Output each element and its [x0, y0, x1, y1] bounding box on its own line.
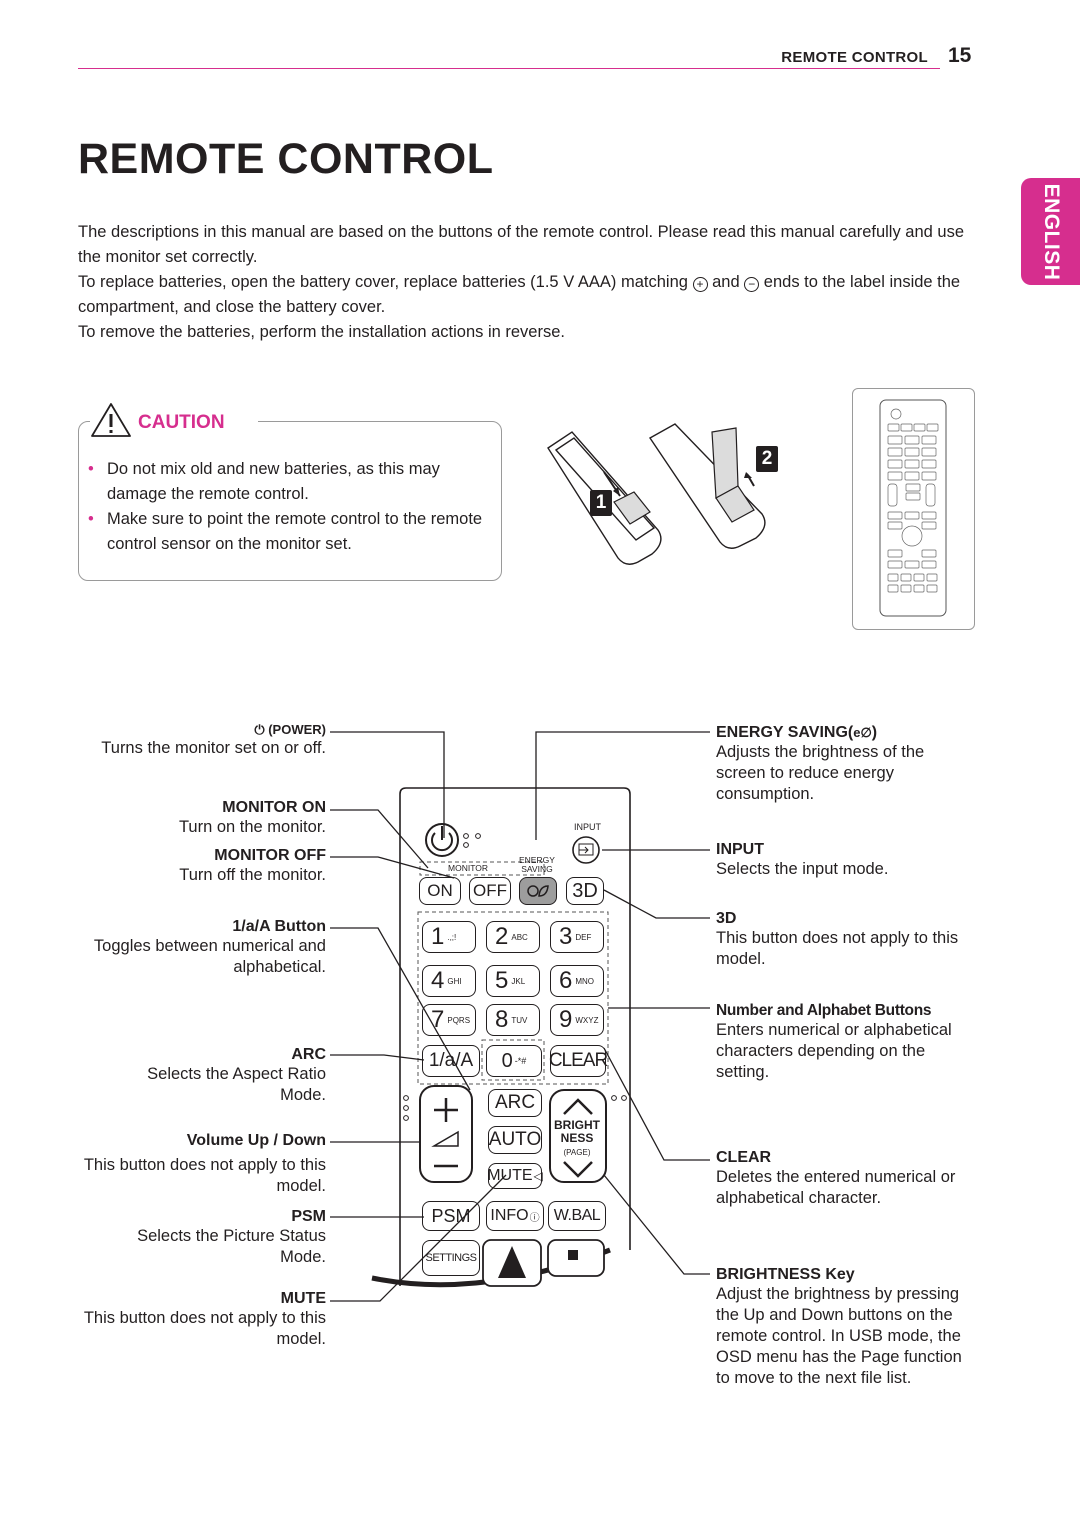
remote-monitor-caption: MONITOR — [448, 863, 488, 873]
remote-mute-button[interactable]: MUTE◁ — [487, 1163, 543, 1189]
remote-off-button[interactable]: OFF — [469, 877, 511, 905]
step-1-badge: 1 — [590, 490, 612, 516]
remote-thumbnail-illustration — [879, 399, 947, 617]
warning-triangle-icon — [91, 403, 131, 437]
caution-list: •Do not mix old and new batteries, as th… — [88, 457, 488, 557]
volume-callout: Volume Up / Down This button does not ap… — [83, 1132, 326, 1195]
remote-0-button[interactable]: 0-*# — [486, 1045, 542, 1077]
energy-saving-callout: ENERGY SAVING(e∅) Adjusts the brightness… — [716, 724, 925, 803]
remote-settings-button[interactable]: SETTINGS — [422, 1240, 480, 1276]
mute-callout: MUTE This button does not apply to this … — [83, 1290, 326, 1348]
remote-psm-button[interactable]: PSM — [422, 1201, 480, 1231]
3d-callout: 3D This button does not apply to this mo… — [716, 910, 959, 968]
remote-page-label: (PAGE) — [563, 1148, 591, 1157]
brightness-callout: BRIGHTNESS Key Adjust the brightness by … — [716, 1266, 962, 1387]
remote-1aA-button[interactable]: 1/a/A — [422, 1045, 480, 1077]
remote-energy-saving-button[interactable] — [519, 877, 557, 905]
power-callout: ⏻ (POWER) Turns the monitor set on or of… — [101, 722, 326, 757]
step-2-badge: 2 — [756, 446, 778, 472]
info-icon: ⓘ — [529, 1212, 540, 1224]
clear-callout: CLEAR Deletes the entered numerical or a… — [716, 1149, 956, 1207]
arc-callout: ARC Selects the Aspect Ratio Mode. — [147, 1046, 326, 1104]
minus-icon: − — [744, 277, 760, 292]
page-title: REMOTE CONTROL — [78, 135, 494, 183]
remote-on-button[interactable]: ON — [419, 877, 461, 905]
remote-number-key-1[interactable]: 1.,;! — [422, 921, 476, 953]
remote-wbal-button[interactable]: W.BAL — [548, 1201, 606, 1231]
intro-paragraph-3: To remove the batteries, perform the ins… — [78, 323, 565, 341]
monitor-off-callout: MONITOR OFF Turn off the monitor. — [179, 847, 326, 884]
speaker-mute-icon: ◁ — [533, 1169, 543, 1183]
input-callout: INPUT Selects the input mode. — [716, 841, 889, 878]
monitor-on-callout: MONITOR ON Turn on the monitor. — [178, 799, 326, 836]
remote-arc-button[interactable]: ARC — [488, 1089, 542, 1117]
caution-label: CAUTION — [138, 412, 225, 433]
language-tab-label: ENGLISH — [1039, 183, 1063, 280]
caution-item: •Do not mix old and new batteries, as th… — [88, 460, 440, 503]
power-icon: ⏻ — [254, 722, 269, 737]
remote-input-caption: INPUT — [574, 822, 601, 832]
intro-paragraph-2: To replace batteries, open the battery c… — [78, 273, 961, 316]
energy-saving-icon: e∅ — [853, 725, 872, 740]
battery-replacement-illustration — [547, 423, 766, 565]
page-number: 15 — [948, 44, 972, 67]
plus-icon: + — [692, 277, 708, 292]
remote-clear-button[interactable]: CLEAR — [549, 1045, 608, 1077]
intro-text: The descriptions in this manual are base… — [78, 220, 978, 345]
language-tab: ENGLISH — [1021, 178, 1080, 285]
caution-item: •Make sure to point the remote control t… — [88, 510, 483, 553]
header-rule — [78, 68, 940, 69]
psm-callout: PSM Selects the Picture Status Mode. — [137, 1208, 326, 1266]
intro-paragraph-1: The descriptions in this manual are base… — [78, 223, 965, 266]
remote-auto-button[interactable]: AUTO — [488, 1126, 542, 1154]
caution-box — [78, 421, 502, 581]
remote-3d-button[interactable]: 3D — [566, 877, 604, 905]
energy-saving-icon — [527, 885, 549, 897]
1aA-callout: 1/a/A Button Toggles between numerical a… — [93, 918, 326, 976]
number-buttons-callout: Number and Alphabet Buttons Enters numer… — [716, 1002, 952, 1081]
running-header-title: REMOTE CONTROL — [781, 49, 928, 66]
remote-thumbnail-frame — [852, 388, 975, 630]
